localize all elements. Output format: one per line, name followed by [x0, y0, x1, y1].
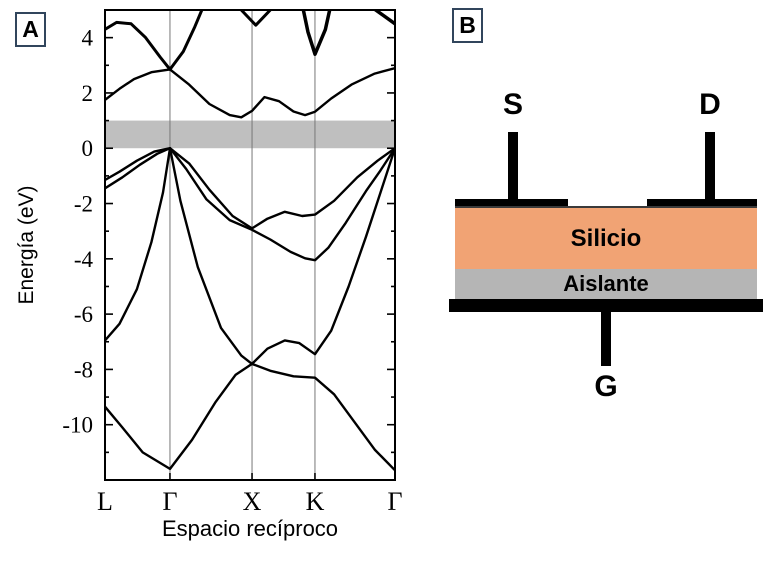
x-tick-label: L: [97, 487, 113, 516]
band-gap-highlight: [105, 120, 395, 149]
y-tick-label: -4: [74, 247, 94, 272]
y-tick-label: 2: [82, 81, 94, 106]
conduction-band-2: [105, 10, 204, 71]
y-tick-label: -8: [74, 357, 93, 382]
valence-band-1: [105, 362, 395, 472]
x-tick-label: Γ: [162, 487, 177, 516]
band-structure-plot: 4 2 0 -2 -4 -6 -8 -10L Γ X K Γ: [62, 9, 403, 516]
x-axis-title: Espacio recíproco: [161, 516, 339, 541]
drain-contact-electrode: [647, 199, 757, 208]
valence-band-2: [105, 146, 395, 366]
y-tick-label: 0: [82, 136, 94, 161]
x-tick-label: Γ: [387, 487, 402, 516]
source-label: S: [502, 88, 523, 121]
transistor-schematic: S D Silicio Aislante G: [435, 0, 771, 570]
silicon-layer-label: Silicio: [570, 224, 642, 252]
conduction-band-3: [239, 10, 272, 27]
plot-frame: [104, 9, 396, 481]
y-axis-ticks: [105, 36, 395, 454]
conduction-band-4: [301, 10, 332, 56]
drain-label: D: [699, 88, 721, 121]
gate-electrode: [449, 299, 763, 312]
insulator-layer-label: Aislante: [563, 271, 649, 296]
source-contact-electrode: [455, 199, 568, 208]
gate-terminal: [601, 310, 611, 366]
band-curves: [105, 10, 395, 472]
conduction-band-1: [105, 66, 395, 119]
gate-label: G: [594, 370, 618, 403]
drain-terminal: [705, 132, 715, 206]
conduction-band-5: [372, 10, 395, 26]
valence-band-4: [105, 146, 395, 230]
source-terminal: [508, 132, 518, 206]
y-tick-label: -2: [74, 192, 93, 217]
silicon-layer: Silicio: [455, 206, 757, 269]
panel-b-transistor-diagram: B S D Silicio Aislante G: [435, 0, 771, 570]
y-tick-label: 4: [82, 26, 94, 51]
valence-band-3: [168, 146, 395, 262]
y-tick-label: -6: [74, 302, 93, 327]
y-tick-label: -10: [62, 413, 93, 438]
panel-a-label: A: [15, 12, 46, 47]
panel-b-label: B: [452, 8, 483, 43]
x-tick-label: X: [243, 487, 262, 516]
y-axis-title: Energía (eV): [15, 185, 38, 305]
valence-band-5: [105, 146, 172, 190]
x-tick-label: K: [306, 487, 325, 516]
insulator-layer: Aislante: [455, 269, 757, 299]
